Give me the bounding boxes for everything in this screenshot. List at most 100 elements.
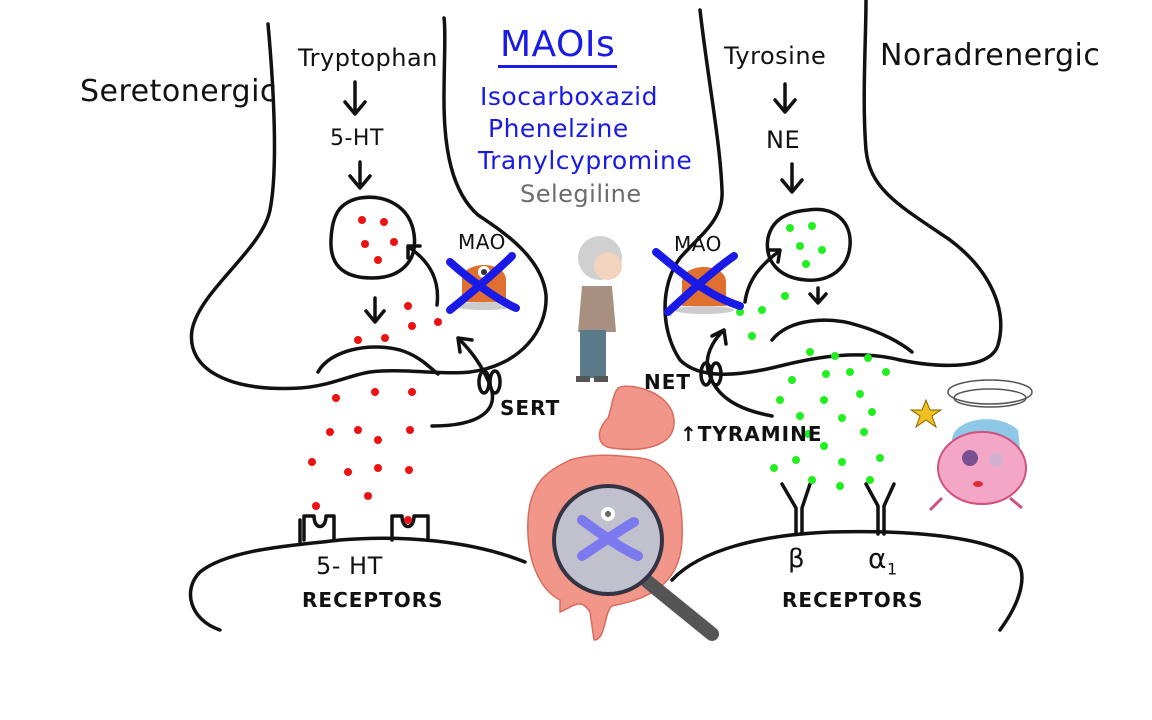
norepinephrine-dot bbox=[866, 476, 874, 484]
drug-phenelzine: Phenelzine bbox=[488, 114, 629, 143]
sert-transporter-icon bbox=[488, 369, 502, 395]
sert-reuptake-arrow-icon bbox=[430, 336, 495, 428]
beta-label: β bbox=[788, 544, 806, 574]
serotonin-dot bbox=[434, 318, 442, 326]
norepinephrine-dot bbox=[808, 222, 816, 230]
norepinephrine-dot bbox=[770, 464, 778, 472]
serotonin-dot bbox=[308, 458, 316, 466]
serotonin-dot bbox=[405, 466, 413, 474]
serotonin-dot bbox=[390, 238, 398, 246]
arrow-down-icon bbox=[773, 82, 797, 114]
serotonin-dot bbox=[404, 302, 412, 310]
reuptake-arrow-icon bbox=[743, 248, 782, 304]
serotonin-dot bbox=[371, 388, 379, 396]
serotonin-dot bbox=[326, 428, 334, 436]
norepinephrine-dot bbox=[820, 442, 828, 450]
norepinephrine-dot bbox=[792, 456, 800, 464]
arrow-down-icon bbox=[808, 286, 828, 305]
norepinephrine-dot bbox=[846, 368, 854, 376]
mao-left-label: MAO bbox=[458, 230, 506, 254]
star-icon bbox=[909, 398, 943, 429]
inhibit-x-icon bbox=[652, 248, 744, 316]
norepinephrine-dot bbox=[864, 354, 872, 362]
norepinephrine-dot bbox=[820, 396, 828, 404]
serotonin-dot bbox=[332, 394, 340, 402]
5ht-receptor-icon bbox=[302, 514, 336, 542]
magnifying-glass-icon bbox=[552, 484, 719, 641]
beta-receptor-icon bbox=[780, 482, 812, 536]
serotonin-dot bbox=[358, 216, 366, 224]
arrow-down-icon bbox=[780, 162, 804, 194]
mao-enzyme-right-icon bbox=[652, 248, 744, 316]
serotonin-dot bbox=[381, 334, 389, 342]
ne-label: NE bbox=[766, 126, 801, 154]
serotonin-dot bbox=[406, 426, 414, 434]
norepinephrine-dot bbox=[876, 454, 884, 462]
mao-enzyme-left-icon bbox=[446, 252, 520, 314]
norepinephrine-dot bbox=[796, 242, 804, 250]
right-postsynaptic-cell bbox=[670, 529, 1024, 632]
left-presynaptic-membrane bbox=[316, 345, 440, 376]
norepinephrine-dot bbox=[838, 458, 846, 466]
norepinephrine-dot bbox=[836, 482, 844, 490]
norepinephrine-dot bbox=[776, 396, 784, 404]
drug-isocarboxazid: Isocarboxazid bbox=[480, 82, 658, 111]
norepinephrine-dot bbox=[822, 370, 830, 378]
arrow-up-icon: ↑ bbox=[680, 422, 698, 446]
arrow-down-icon bbox=[364, 296, 386, 324]
mao-right-label: MAO bbox=[674, 232, 722, 256]
alpha1-label: α1 bbox=[868, 542, 898, 579]
inhibit-x-icon bbox=[446, 252, 520, 314]
serotonin-dot bbox=[374, 464, 382, 472]
norepinephrine-dot bbox=[802, 260, 810, 268]
net-transporter-icon bbox=[709, 361, 723, 387]
serotonin-dot bbox=[344, 468, 352, 476]
serotonin-dot bbox=[354, 336, 362, 344]
right-vesicle bbox=[765, 207, 852, 282]
5ht-receptors-label: 5- HT bbox=[316, 552, 383, 580]
norepinephrine-dot bbox=[838, 414, 846, 422]
reuptake-arrow-icon bbox=[406, 244, 440, 307]
norepinephrine-dot bbox=[796, 412, 804, 420]
noradrenergic-heading: Noradrenergic bbox=[880, 38, 1101, 73]
norepinephrine-dot bbox=[806, 348, 814, 356]
serotonin-dot bbox=[354, 426, 362, 434]
left-postsynaptic-cell bbox=[188, 518, 527, 632]
receptors-right-label: RECEPTORS bbox=[782, 588, 924, 612]
norepinephrine-dot bbox=[818, 246, 826, 254]
norepinephrine-dot bbox=[808, 476, 816, 484]
arrow-down-icon bbox=[343, 80, 367, 116]
serotonin-dot bbox=[404, 516, 412, 524]
norepinephrine-dot bbox=[736, 308, 744, 316]
norepinephrine-dot bbox=[786, 224, 794, 232]
norepinephrine-dot bbox=[860, 428, 868, 436]
5ht-receptor-icon bbox=[390, 514, 430, 542]
left-presynaptic-neuron bbox=[189, 16, 548, 391]
elderly-person-icon bbox=[576, 236, 622, 382]
serotonin-dot bbox=[374, 436, 382, 444]
norepinephrine-dot bbox=[788, 376, 796, 384]
net-reuptake-arrow-icon bbox=[705, 328, 774, 418]
arrow-down-icon bbox=[348, 160, 372, 190]
left-vesicle bbox=[329, 195, 417, 280]
norepinephrine-dot bbox=[758, 306, 766, 314]
seretonergic-heading: Seretonergic bbox=[80, 74, 277, 109]
serotonin-dot bbox=[408, 388, 416, 396]
sert-label: SERT bbox=[500, 396, 561, 420]
maois-title: MAOIs bbox=[498, 24, 618, 68]
serotonin-dot bbox=[361, 240, 369, 248]
norepinephrine-molecules bbox=[736, 222, 890, 490]
norepinephrine-dot bbox=[748, 332, 756, 340]
norepinephrine-dot bbox=[831, 352, 839, 360]
net-label: NET bbox=[644, 370, 692, 394]
serotonin-dot bbox=[374, 256, 382, 264]
tyrosine-label: Tyrosine bbox=[724, 42, 827, 70]
drug-tranylcypromine: Tranylcypromine bbox=[478, 146, 693, 175]
tryptophan-label: Tryptophan bbox=[298, 44, 438, 72]
norepinephrine-dot bbox=[856, 390, 864, 398]
right-presynaptic-neuron bbox=[663, 0, 1003, 376]
serotonin-dot bbox=[312, 502, 320, 510]
serotonin-molecules bbox=[308, 216, 442, 524]
alpha1-receptor-icon bbox=[864, 482, 896, 536]
